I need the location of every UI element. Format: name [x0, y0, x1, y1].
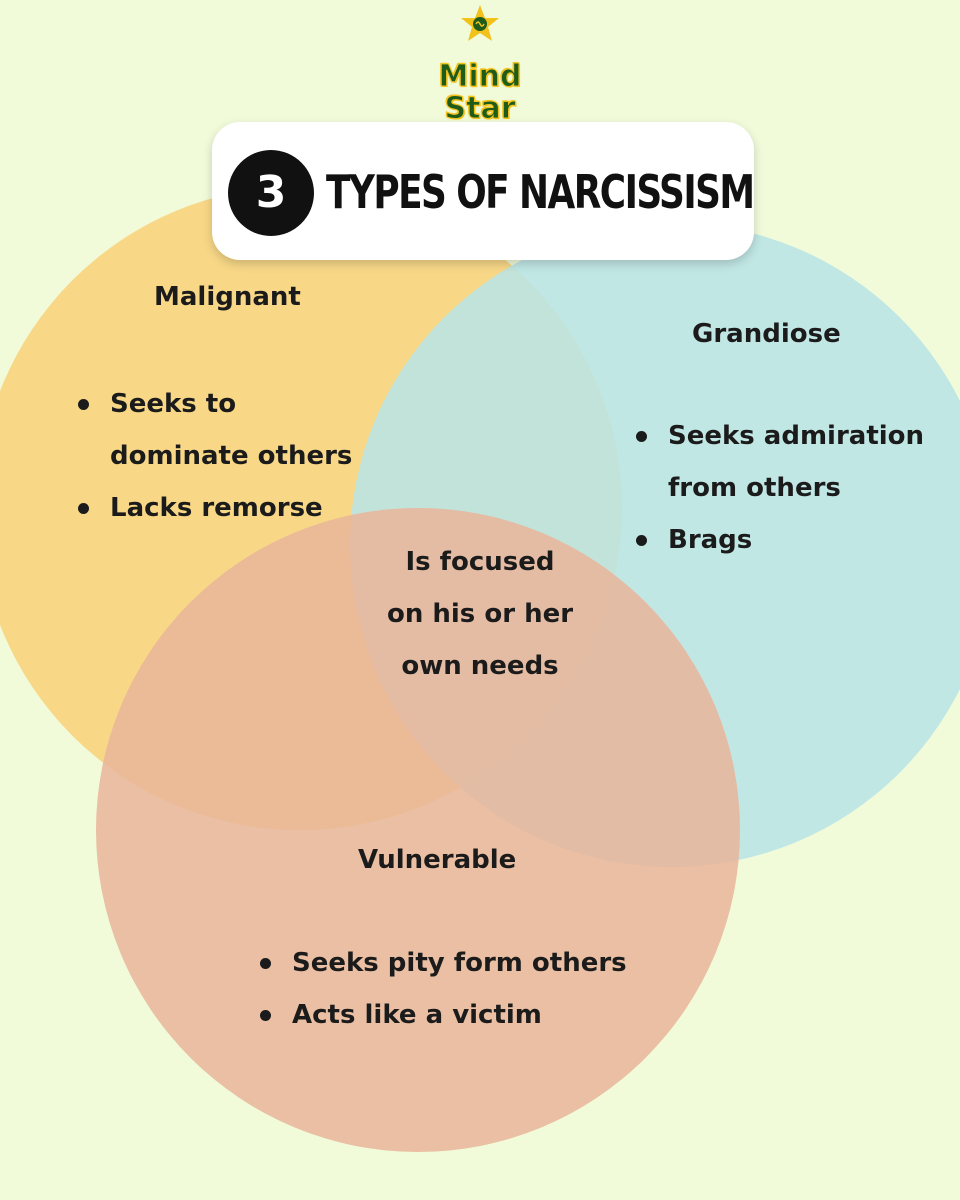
list-item: Lacks remorse: [78, 482, 380, 534]
list-item: Seeks admiration from others: [636, 410, 928, 514]
logo-word-mind: Mind: [438, 59, 522, 94]
trait-text: Acts like a victim: [292, 1000, 542, 1030]
mind-star-logo: Mind Star: [430, 4, 530, 128]
set-label-malignant: Malignant: [154, 282, 301, 312]
title-card: 3 TYPES OF NARCISSISM: [212, 122, 755, 260]
trait-text: Lacks remorse: [110, 493, 323, 523]
list-item: Acts like a victim: [260, 989, 627, 1041]
star-brain-icon: [461, 5, 499, 41]
vulnerable-traits-list: Seeks pity form others Acts like a victi…: [260, 937, 627, 1041]
trait-text: Seeks admiration from others: [668, 421, 925, 503]
list-item: Seeks pity form others: [260, 937, 627, 989]
title-number-badge: 3: [228, 150, 314, 236]
list-item: Brags: [636, 514, 928, 566]
grandiose-traits-list: Seeks admiration from others Brags: [636, 410, 928, 566]
intersection-line-3: own needs: [401, 651, 559, 681]
trait-text: Brags: [668, 525, 753, 555]
trait-text: Seeks to dominate others: [110, 389, 353, 471]
trait-text: Seeks pity form others: [292, 948, 627, 978]
intersection-text: Is focused on his or her own needs: [380, 536, 580, 692]
page-title: TYPES OF NARCISSISM: [326, 165, 755, 219]
set-label-vulnerable: Vulnerable: [358, 845, 517, 875]
intersection-line-1: Is focused: [405, 547, 555, 577]
intersection-line-2: on his or her: [386, 599, 574, 629]
set-label-grandiose: Grandiose: [692, 319, 841, 349]
circle-vulnerable: [96, 508, 740, 1152]
malignant-traits-list: Seeks to dominate others Lacks remorse: [78, 378, 380, 534]
list-item: Seeks to dominate others: [78, 378, 380, 482]
logo-word-star: Star: [444, 91, 516, 126]
